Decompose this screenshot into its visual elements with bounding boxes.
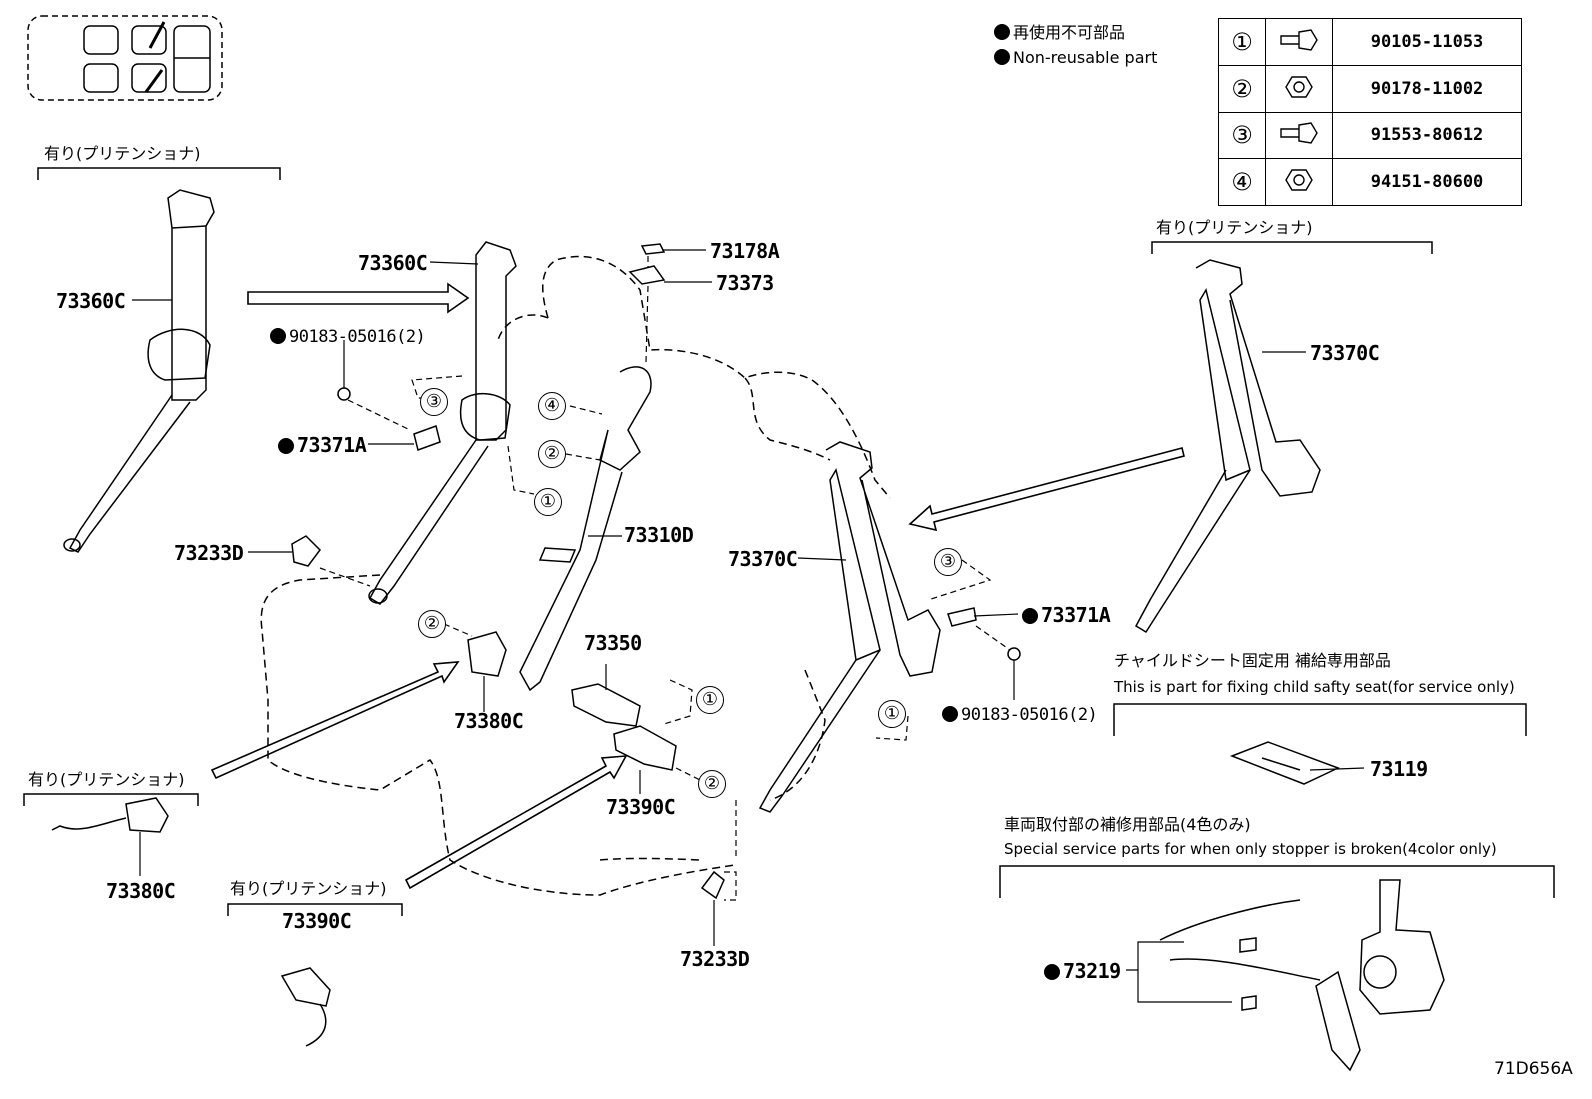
callout-3: ③ bbox=[420, 388, 448, 416]
fastener-part-number: 90178-11002 bbox=[1332, 64, 1522, 113]
part-label: 73373 bbox=[716, 271, 774, 295]
pretensioner-header: 有り(プリテンショナ) bbox=[230, 879, 387, 898]
part-label: 73380C bbox=[454, 709, 524, 733]
callout-3: ③ bbox=[934, 548, 962, 576]
callout-1: ① bbox=[534, 488, 562, 516]
fastener-ref: ② bbox=[1218, 64, 1266, 113]
part-label: 73380C bbox=[106, 879, 176, 903]
plate-73119 bbox=[1229, 741, 1340, 785]
stopper-73219-assembly bbox=[1159, 879, 1445, 1072]
fastener-part-number: 91553-80612 bbox=[1332, 111, 1522, 160]
pretensioner-header: 有り(プリテンショナ) bbox=[28, 770, 185, 789]
part-label: 73310D bbox=[624, 523, 694, 547]
part-label-non-reusable: 90183-05016(2) bbox=[942, 704, 1098, 726]
part-label: 73390C bbox=[606, 795, 676, 819]
buckle-73390C-mid bbox=[613, 725, 677, 771]
pretensioner-header: 有り(プリテンショナ) bbox=[1156, 218, 1313, 237]
callout-4: ④ bbox=[538, 392, 566, 420]
nut-icon bbox=[1265, 64, 1333, 113]
non-reusable-dot-icon bbox=[270, 328, 286, 344]
callout-2: ② bbox=[698, 770, 726, 798]
figure-id: 71D656A bbox=[1494, 1059, 1573, 1079]
non-reusable-dot-icon bbox=[278, 438, 294, 454]
callout-1: ① bbox=[696, 686, 724, 714]
retractor-73360C-mid bbox=[368, 241, 517, 605]
buckle-73380C-mid bbox=[467, 631, 507, 677]
non-reusable-dot-icon bbox=[994, 24, 1010, 40]
child-seat-header-ja: チャイルドシート固定用 補給専用部品 bbox=[1114, 651, 1391, 670]
arrow-to-73370C bbox=[908, 447, 1185, 532]
retractor-73370C-mid bbox=[758, 441, 941, 813]
part-label: 73178A bbox=[710, 239, 780, 263]
bolt-icon bbox=[1265, 18, 1333, 66]
fastener-part-number: 94151-80600 bbox=[1332, 158, 1522, 206]
non-reusable-dot-icon bbox=[1044, 964, 1060, 980]
non-reusable-dot-icon bbox=[942, 706, 958, 722]
section-brackets bbox=[23, 167, 1555, 916]
callout-2: ② bbox=[538, 440, 566, 468]
non-reusable-dot-icon bbox=[994, 49, 1010, 65]
cover-73233D-top bbox=[291, 535, 321, 567]
part-label: 73119 bbox=[1370, 757, 1428, 781]
clip-73178A bbox=[640, 243, 666, 255]
cover-73233D-bottom bbox=[700, 870, 725, 900]
fastener-table: ① 90105-11053 ② 90178-11002 ③ 91553-8061… bbox=[1218, 18, 1522, 206]
bolt-icon bbox=[1265, 111, 1333, 160]
stopper-header-ja: 車両取付部の補修用部品(4色のみ) bbox=[1004, 815, 1251, 834]
part-label-non-reusable: 73371A bbox=[278, 434, 367, 456]
part-label: 73233D bbox=[680, 947, 750, 971]
part-label: 73360C bbox=[358, 251, 428, 275]
nut-icon bbox=[1265, 158, 1333, 206]
non-reusable-dot-icon bbox=[1022, 608, 1038, 624]
leader-lines bbox=[132, 249, 1365, 1003]
retractor-73360C-left bbox=[63, 189, 215, 553]
callout-2: ② bbox=[418, 610, 446, 638]
table-row: ② 90178-11002 bbox=[1218, 64, 1522, 113]
arrow-to-73390C bbox=[404, 755, 628, 890]
arrow-to-73360C bbox=[247, 282, 470, 314]
part-label: 73370C bbox=[728, 547, 798, 571]
seat-outline bbox=[260, 255, 891, 896]
fastener-ref: ① bbox=[1218, 18, 1266, 66]
buckle-73350 bbox=[571, 683, 641, 727]
callout-1: ① bbox=[878, 700, 906, 728]
table-row: ③ 91553-80612 bbox=[1218, 111, 1522, 160]
vehicle-locator-icon bbox=[27, 15, 223, 101]
child-seat-header-en: This is part for fixing child safty seat… bbox=[1114, 678, 1515, 696]
plate-73373 bbox=[628, 265, 666, 285]
legend-note-en: Non-reusable part bbox=[994, 49, 1157, 67]
buckle-73380C-bottom bbox=[51, 797, 169, 833]
part-label: 73350 bbox=[584, 631, 642, 655]
table-row: ④ 94151-80600 bbox=[1218, 158, 1522, 206]
part-label-non-reusable: 90183-05016(2) bbox=[270, 326, 426, 348]
table-row: ① 90105-11053 bbox=[1218, 18, 1522, 66]
washer-left bbox=[337, 387, 351, 401]
legend-note-ja: 再使用不可部品 bbox=[994, 24, 1125, 42]
fastener-part-number: 90105-11053 bbox=[1332, 18, 1522, 66]
part-label-non-reusable: 73219 bbox=[1044, 960, 1121, 982]
part-label: 73390C bbox=[282, 909, 352, 933]
cover-73371A-left bbox=[413, 425, 441, 451]
part-label: 73233D bbox=[174, 541, 244, 565]
fastener-ref: ③ bbox=[1218, 111, 1266, 160]
belt-73310D bbox=[519, 366, 652, 692]
cover-73371A-right bbox=[947, 607, 977, 627]
buckle-73390C-bottom bbox=[280, 967, 331, 1047]
fastener-ref: ④ bbox=[1218, 158, 1266, 206]
stopper-header-en: Special service parts for when only stop… bbox=[1004, 840, 1497, 858]
arrow-to-73380C bbox=[210, 661, 460, 780]
retractor-73370C-right bbox=[1135, 259, 1321, 634]
part-label-non-reusable: 73371A bbox=[1022, 604, 1111, 626]
part-label: 73360C bbox=[56, 289, 126, 313]
pretensioner-header: 有り(プリテンショナ) bbox=[44, 144, 201, 163]
part-label: 73370C bbox=[1310, 341, 1380, 365]
